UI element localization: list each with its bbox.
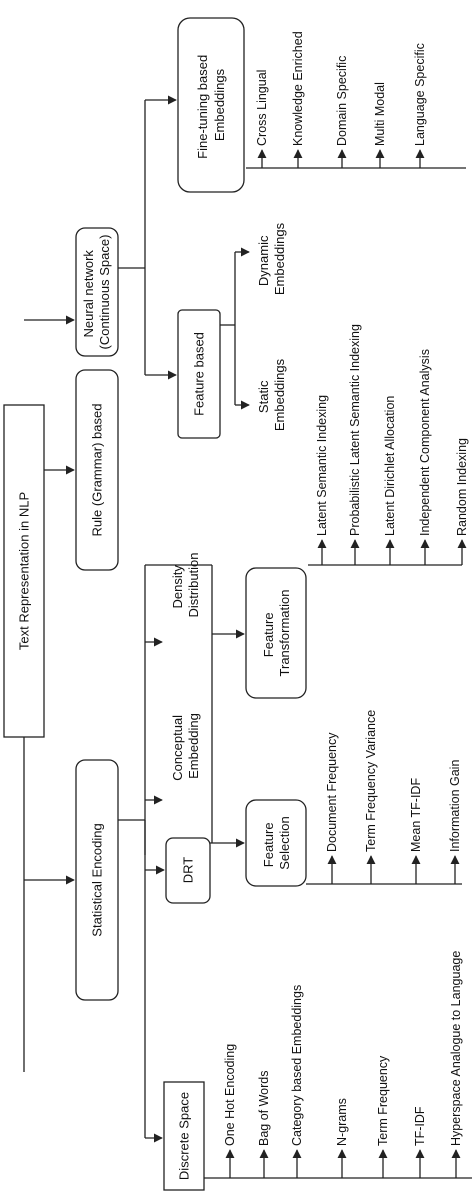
feature-transformation-label: Feature Transformation [261, 590, 292, 677]
root-label: Text Representation in NLP [17, 492, 32, 650]
leaf-language-specific: Language Specific [413, 43, 427, 146]
leaf-hyperspace-analogue: Hyperspace Analogue to Language [449, 951, 463, 1146]
leaf-latent-semantic-indexing: Latent Semantic Indexing [315, 395, 329, 536]
root-node [3, 404, 45, 738]
rule-based-node [75, 369, 119, 571]
neural-network-label: Neural network (Continuous Space) [81, 235, 112, 350]
fine-tuning-node [177, 17, 245, 193]
leaf-term-frequency: Term Frequency [376, 1055, 390, 1146]
density-distribution-label: Density Distribution [170, 552, 201, 617]
static-embeddings-label: Static Embeddings [256, 358, 287, 431]
rule-based-label: Rule (Grammar) based [90, 404, 105, 537]
leaf-tf-idf: TF-IDF [413, 1106, 427, 1146]
leaf-one-hot-encoding: One Hot Encoding [223, 1044, 237, 1146]
leaf-document-frequency: Document Frequency [325, 732, 339, 852]
neural-network-node [75, 227, 119, 357]
feature-transformation-node [245, 567, 307, 699]
leaf-information-gain: Information Gain [448, 760, 462, 852]
leaf-independent-component-analysis: Independent Component Analysis [418, 349, 432, 536]
fine-tuning-label: Fine-tuning based Embeddings [195, 51, 227, 159]
leaf-n-grams: N-grams [335, 1098, 349, 1146]
leaf-domain-specific: Domain Specific [335, 56, 349, 146]
leaf-probabilistic-lsi: Probabilistic Latent Semantic Indexing [348, 324, 362, 536]
drt-label: DRT [181, 857, 196, 884]
discrete-space-node [163, 1081, 205, 1191]
leaf-mean-tf-idf: Mean TF-IDF [409, 778, 423, 852]
leaf-knowledge-enriched: Knowledge Enriched [291, 31, 305, 146]
leaf-latent-dirichlet-allocation: Latent Dirichlet Allocation [383, 396, 397, 536]
feature-based-node [177, 309, 221, 439]
discrete-space-label: Discrete Space [177, 1092, 192, 1180]
conceptual-embedding-label: Conceptual Embedding [170, 711, 201, 780]
leaf-multi-modal: Multi Modal [373, 82, 387, 146]
dynamic-embeddings-label: Dynamic Embeddings [256, 222, 287, 295]
drt-node [165, 837, 211, 904]
leaf-category-based-embeddings: Category based Embeddings [290, 985, 304, 1146]
feature-selection-label: Feature Selection [261, 816, 292, 869]
leaf-random-indexing: Random Indexing [455, 438, 469, 536]
feature-selection-node [245, 799, 307, 887]
statistical-encoding-label: Statistical Encoding [90, 823, 105, 936]
feature-based-label: Feature based [192, 332, 207, 416]
statistical-encoding-node [75, 759, 119, 1001]
leaf-term-frequency-variance: Term Frequency Variance [364, 710, 378, 852]
leaf-bag-of-words: Bag of Words [257, 1070, 271, 1146]
leaf-cross-lingual: Cross Lingual [255, 70, 269, 146]
